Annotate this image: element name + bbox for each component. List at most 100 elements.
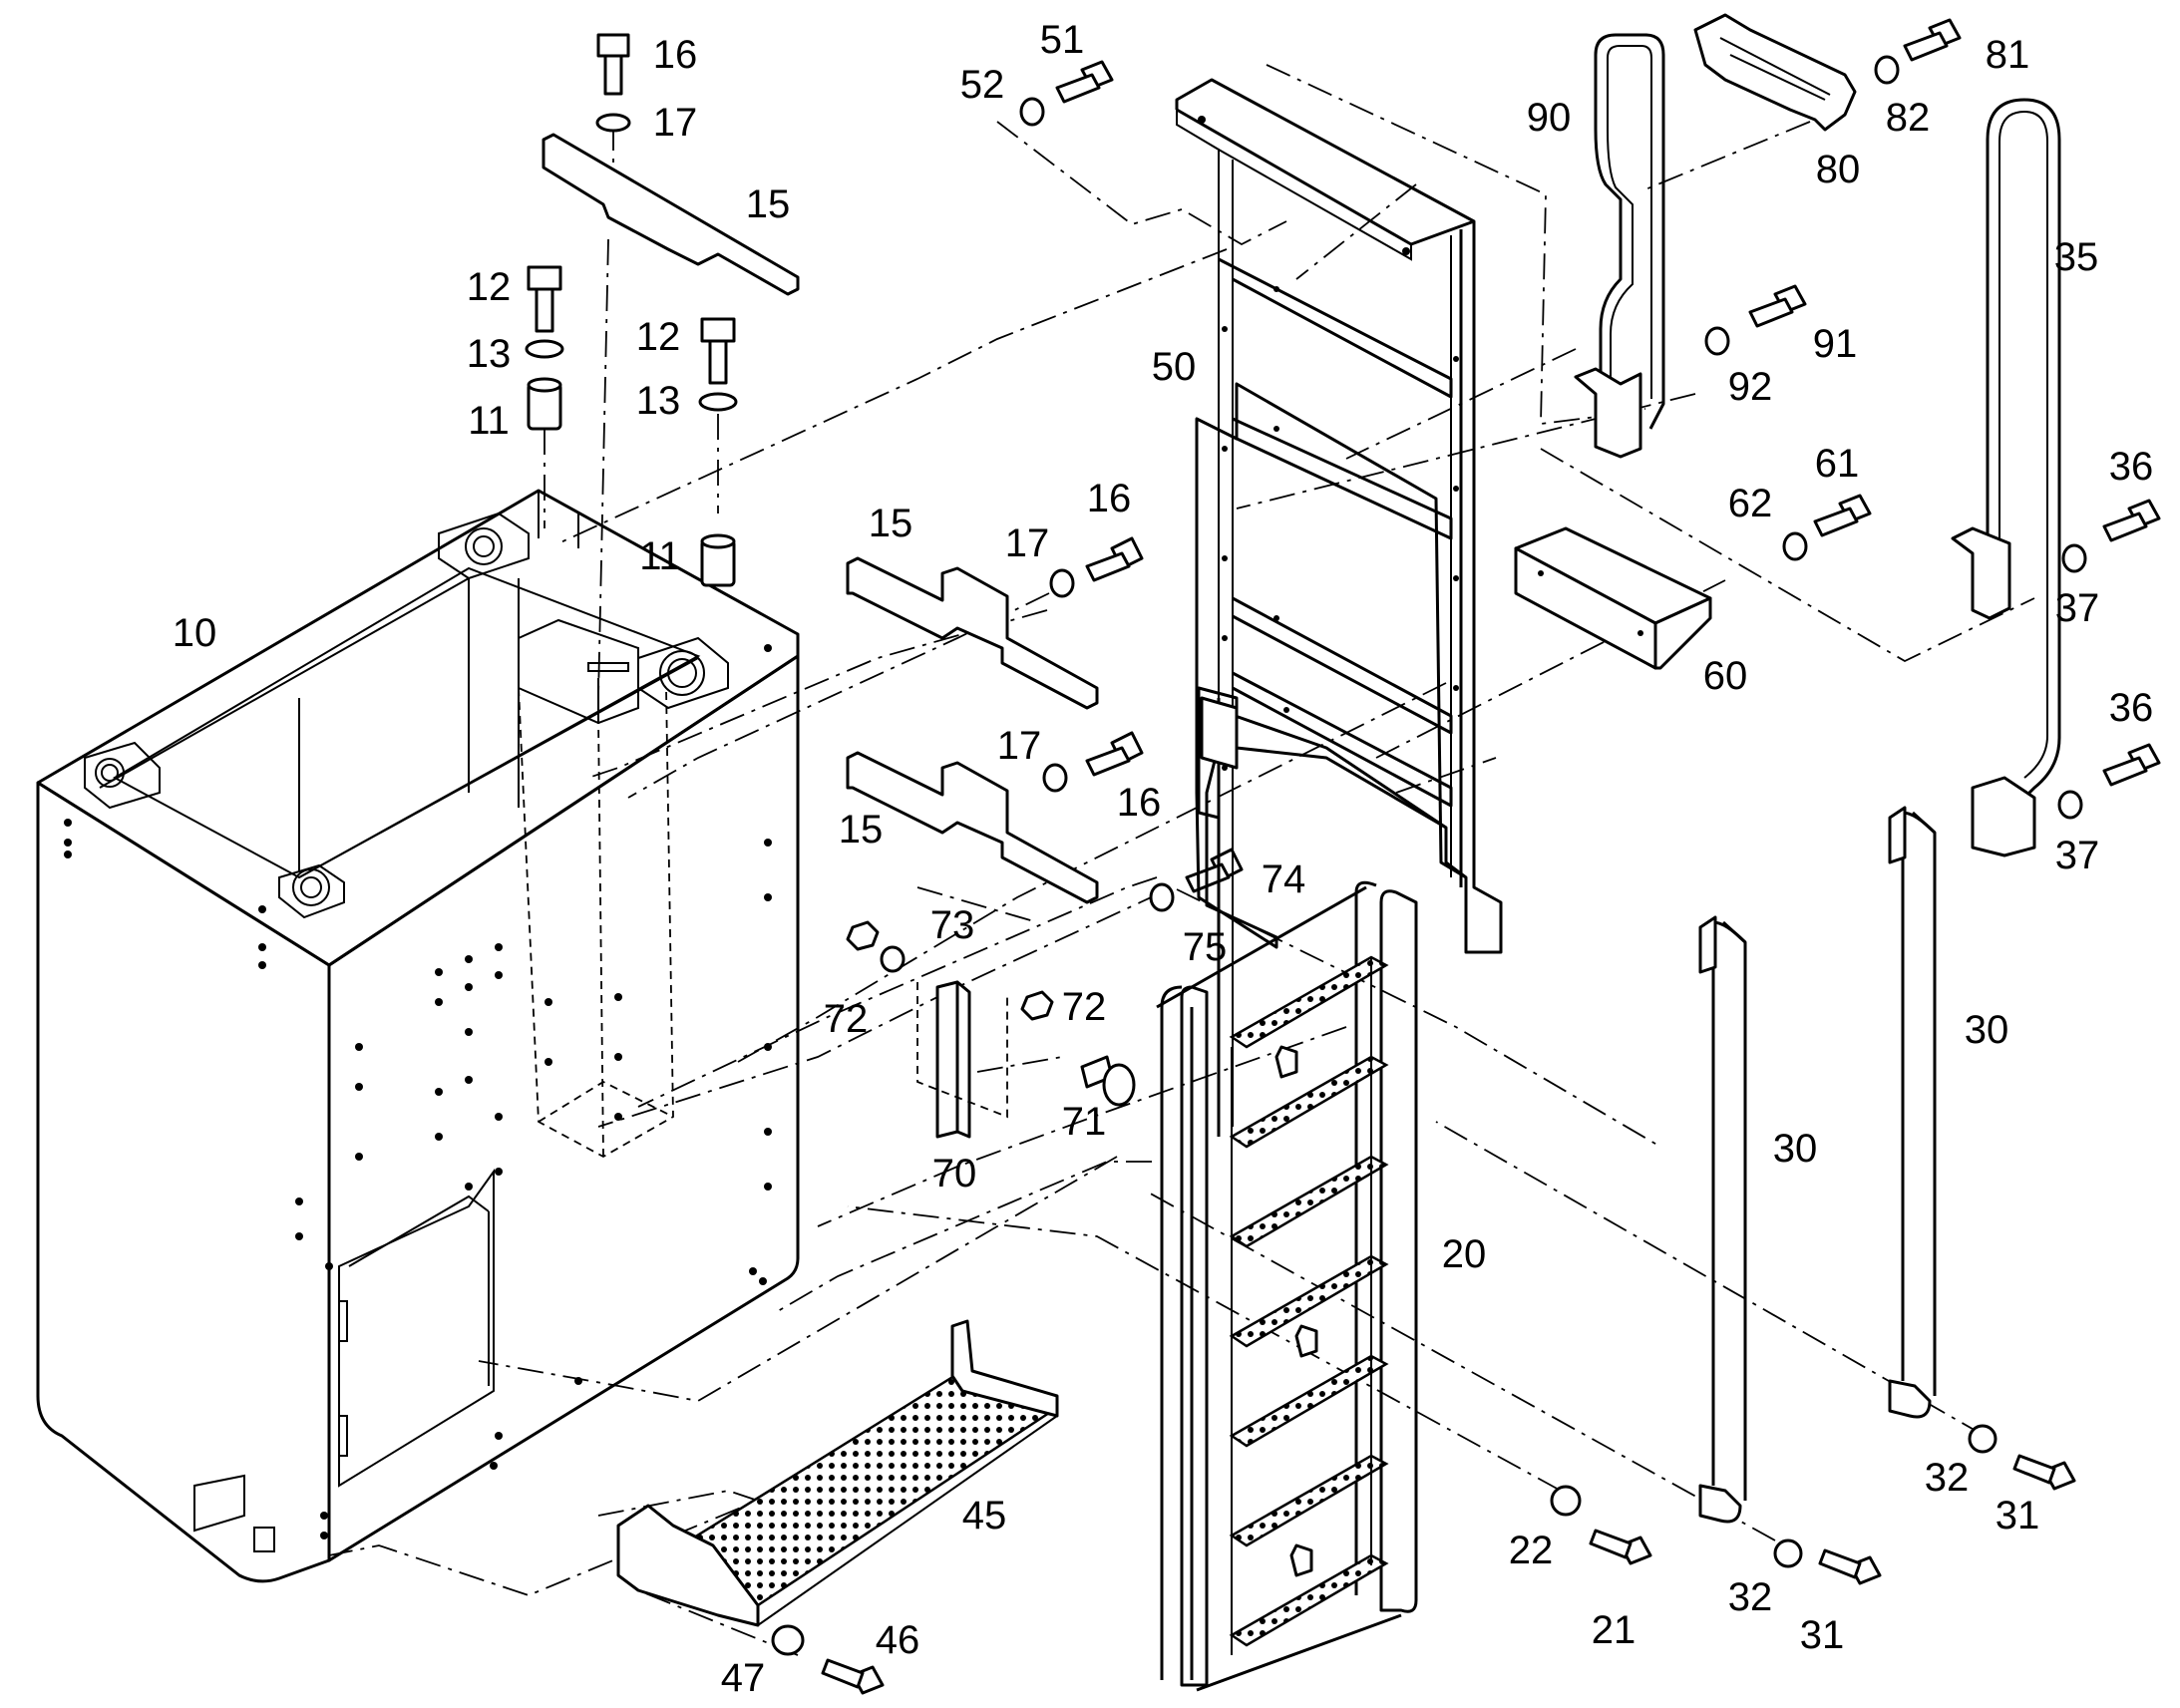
ladder-frame-50 [1175, 78, 1503, 1137]
bolt-21 [1589, 1529, 1652, 1565]
callout-30: 30 [1772, 1127, 1818, 1171]
callout-90: 90 [1526, 96, 1572, 140]
handle-80 [1693, 13, 1857, 132]
bracket-70 [916, 980, 1008, 1139]
washer-17-mid-upper [1049, 568, 1075, 598]
callout-36: 36 [2108, 686, 2154, 730]
callout-75: 75 [1182, 925, 1228, 969]
bolt-16-mid-lower [1085, 731, 1144, 777]
callout-61: 61 [1814, 442, 1860, 486]
bolt-36-upper [2102, 499, 2161, 542]
callout-10: 10 [172, 611, 217, 655]
callout-52: 52 [959, 63, 1005, 107]
callout-32: 32 [1727, 1575, 1773, 1619]
callout-81: 81 [1985, 33, 2030, 77]
spacer-11-right [700, 533, 736, 587]
washer-13-left [525, 339, 564, 359]
knob-71 [1080, 1055, 1136, 1107]
callout-92: 92 [1727, 365, 1773, 409]
handle-35 [1951, 98, 2061, 857]
nut-72-left [846, 920, 880, 951]
callout-36: 36 [2108, 445, 2154, 489]
callout-60: 60 [1702, 654, 1748, 698]
callout-31: 31 [1799, 1613, 1845, 1657]
callout-15: 15 [838, 808, 884, 852]
callout-45: 45 [961, 1494, 1007, 1537]
mounting-plate-15-upper [846, 556, 1099, 710]
callout-46: 46 [875, 1618, 920, 1662]
callout-15: 15 [745, 182, 791, 226]
callout-72: 72 [823, 997, 869, 1041]
callout-17: 17 [996, 724, 1042, 768]
washer-22 [1550, 1485, 1582, 1517]
step-ladder-20 [1156, 880, 1418, 1692]
spacer-11-left [527, 377, 562, 431]
bolt-46 [821, 1658, 885, 1695]
callout-16: 16 [652, 33, 698, 77]
callout-31: 31 [1995, 1494, 2040, 1537]
callout-16: 16 [1086, 477, 1132, 520]
callout-17: 17 [652, 101, 698, 145]
washer-37-upper [2061, 543, 2087, 573]
callout-71: 71 [1061, 1100, 1107, 1144]
callout-32: 32 [1924, 1456, 1970, 1500]
washer-47 [771, 1624, 805, 1656]
washer-32-right [1968, 1424, 1998, 1454]
bolt-81 [1903, 18, 1962, 62]
bolt-16-top [596, 33, 630, 96]
bolt-31-left [1818, 1548, 1882, 1585]
callout-21: 21 [1591, 1608, 1636, 1652]
callout-17: 17 [1004, 521, 1050, 565]
callout-70: 70 [931, 1152, 977, 1196]
bolt-51 [1055, 60, 1114, 104]
callout-16: 16 [1116, 781, 1162, 825]
washer-62 [1782, 531, 1808, 561]
callout-13: 13 [635, 379, 681, 423]
callout-15: 15 [868, 502, 913, 545]
bolt-16-mid-upper [1085, 536, 1144, 582]
handrail-30-left [1698, 915, 1747, 1524]
bolt-12-left [527, 265, 562, 333]
bolt-61 [1813, 494, 1872, 537]
callout-11: 11 [468, 399, 510, 443]
callout-13: 13 [466, 332, 512, 376]
callout-62: 62 [1727, 482, 1773, 525]
callout-50: 50 [1151, 345, 1197, 389]
callout-37: 37 [2054, 834, 2100, 877]
cabinet-housing [36, 489, 800, 1583]
washer-75 [1149, 882, 1175, 912]
washer-37-lower [2057, 790, 2083, 820]
bolt-36-lower [2102, 743, 2161, 787]
callout-11: 11 [639, 534, 681, 578]
callout-35: 35 [2053, 235, 2099, 279]
callout-91: 91 [1812, 322, 1858, 366]
washer-32-left [1773, 1538, 1803, 1568]
washer-17-top [595, 113, 631, 133]
callout-47: 47 [720, 1656, 766, 1700]
washer-73 [880, 945, 906, 973]
callout-73: 73 [929, 903, 975, 947]
washer-52 [1019, 97, 1045, 127]
step-45 [616, 1319, 1059, 1627]
mounting-plate-15-top [542, 133, 800, 296]
callout-37: 37 [2054, 586, 2100, 630]
mounting-plate-15-lower [846, 751, 1099, 904]
callout-82: 82 [1885, 96, 1931, 140]
step-box-60 [1514, 526, 1712, 670]
washer-13-right [698, 392, 738, 412]
callout-20: 20 [1441, 1232, 1487, 1276]
callout-74: 74 [1261, 857, 1306, 901]
washer-17-mid-lower [1042, 763, 1068, 793]
callout-30: 30 [1964, 1008, 2009, 1052]
callout-72: 72 [1061, 985, 1107, 1029]
callout-12: 12 [635, 315, 681, 359]
nut-72-right [1020, 990, 1054, 1021]
washer-92 [1704, 326, 1730, 356]
bolt-12-right [700, 317, 736, 385]
handle-90 [1574, 33, 1665, 459]
callout-80: 80 [1815, 148, 1861, 191]
callout-12: 12 [466, 265, 512, 309]
callout-51: 51 [1039, 18, 1085, 62]
